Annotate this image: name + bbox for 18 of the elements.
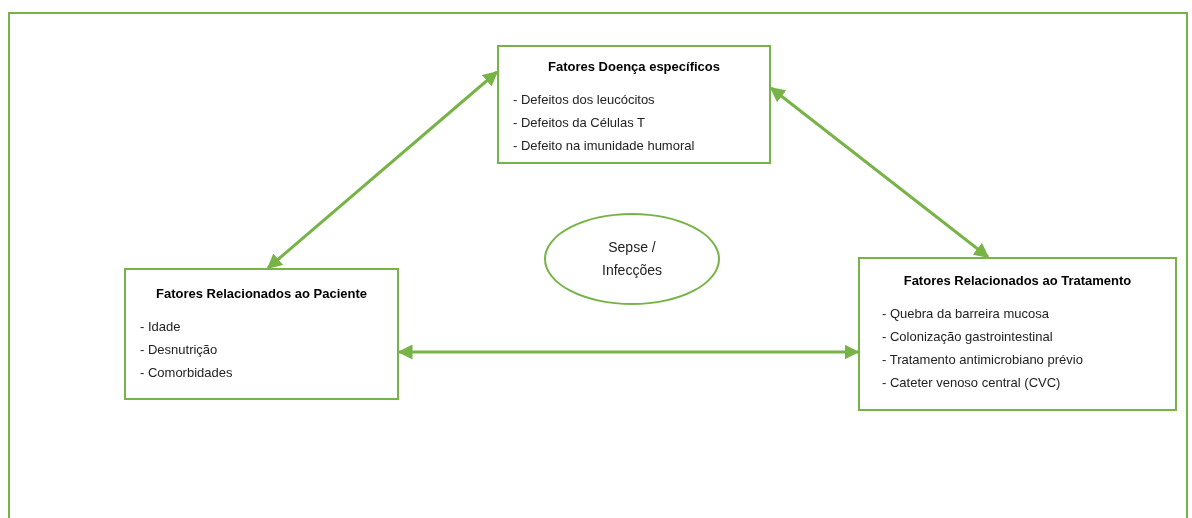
factor-box — [124, 268, 399, 400]
list-item: - Comorbidades — [140, 364, 234, 382]
factor-box — [497, 45, 771, 164]
list-item: - Defeitos dos leucócitos — [513, 91, 656, 109]
double-arrow — [266, 70, 499, 270]
list-item: - Idade — [140, 318, 182, 336]
list-item: - Desnutrição — [140, 341, 219, 359]
box-heading: Fatores Relacionados ao Tratamento — [902, 273, 1133, 288]
list-item: - Tratamento antimicrobiano prévio — [882, 351, 1084, 369]
factor-box — [858, 257, 1177, 411]
list-item: - Cateter venoso central (CVC) — [882, 374, 1062, 392]
list-item: - Defeitos da Células T — [513, 114, 646, 132]
box-heading: Fatores Doença específicos — [547, 59, 721, 74]
box-heading: Fatores Relacionados ao Paciente — [155, 286, 368, 301]
list-item: - Quebra da barreira mucosa — [882, 305, 1050, 323]
list-item: - Colonização gastrointestinal — [882, 328, 1054, 346]
list-item: - Defeito na imunidade humoral — [513, 137, 696, 155]
node-label: Sepse / Infecções — [601, 238, 663, 280]
